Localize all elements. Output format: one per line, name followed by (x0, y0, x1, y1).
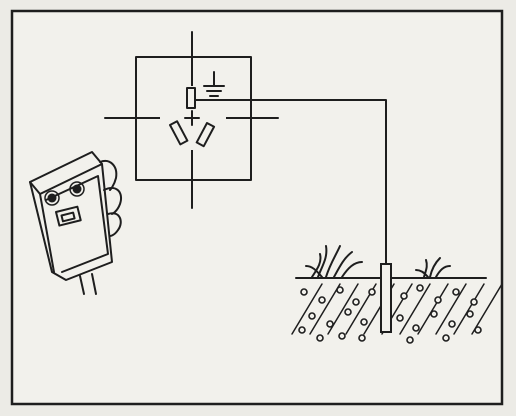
socket-tester-icon (29, 151, 122, 295)
soil-pebble (358, 334, 366, 342)
soil-icon (291, 277, 503, 344)
soil-pebble (318, 296, 326, 304)
soil-pebble (452, 288, 460, 296)
soil-pebble (298, 326, 306, 334)
soil-pebble (474, 326, 482, 334)
soil-hatch-line (453, 283, 485, 335)
soil-pebble (448, 320, 456, 328)
soil-hatch-line (399, 283, 431, 335)
soil-pebble (368, 288, 376, 296)
soil-pebble (406, 336, 414, 344)
soil-pebble (316, 334, 324, 342)
ground-rod-icon (380, 263, 392, 333)
ground-wire-icon (195, 99, 387, 267)
soil-pebble (434, 296, 442, 304)
soil-pebble (308, 312, 316, 320)
soil-pebble (416, 284, 424, 292)
soil-hatch-line (417, 283, 449, 335)
soil-pebble (300, 288, 308, 296)
soil-hatch-line (471, 283, 503, 335)
soil-pebble (466, 310, 474, 318)
grass-left-icon (305, 245, 363, 278)
soil-pebble (470, 298, 478, 306)
soil-hatch-line (309, 283, 341, 335)
soil-hatch-line (435, 283, 467, 335)
soil-pebble (360, 318, 368, 326)
soil-pebble (412, 324, 420, 332)
outlet-ground-symbol-icon (104, 31, 279, 209)
soil-pebble (396, 314, 404, 322)
soil-hatch-line (291, 283, 323, 335)
soil-pebble (352, 298, 360, 306)
soil-pebble (344, 308, 352, 316)
soil-pebble (400, 292, 408, 300)
soil-pebble (430, 310, 438, 318)
soil-pebble (442, 334, 450, 342)
soil-pebble (338, 332, 346, 340)
soil-pebble (326, 320, 334, 328)
grass-right-icon (415, 257, 451, 278)
diagram-frame (10, 9, 504, 406)
soil-pebble (336, 286, 344, 294)
